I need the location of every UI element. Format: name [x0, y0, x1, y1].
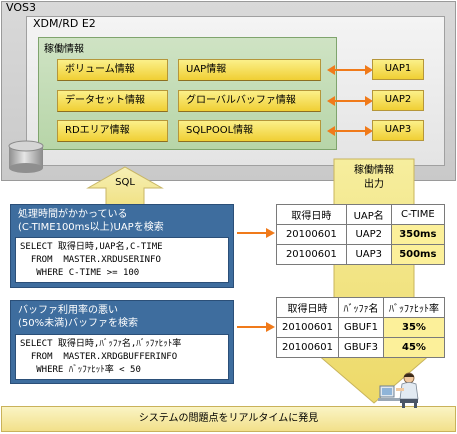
table-header-row: 取得日時 ﾊﾞｯﾌｧ名 ﾊﾞｯﾌｧﾋｯﾄ率	[276, 297, 446, 318]
query2-code-line: FROM MASTER.XRDGBUFFERINFO	[20, 352, 178, 362]
table-cell: 35%	[382, 317, 446, 338]
right-arrow-icon	[237, 322, 275, 332]
output-label-line-1: 稼働情報	[354, 165, 394, 176]
uap-box-3: UAP3	[372, 120, 424, 141]
xdm-label: XDM/RD E2	[33, 17, 96, 30]
right-arrow-icon	[237, 228, 275, 238]
sql-label: SQL	[115, 177, 135, 188]
table-cell: 20100601	[276, 224, 347, 245]
vos3-label: VOS3	[6, 1, 36, 14]
double-arrow-icon	[327, 96, 373, 106]
table-cell: 20100601	[276, 337, 339, 358]
table-cell: 20100601	[276, 244, 347, 265]
table-cell: 45%	[382, 337, 446, 358]
info-sqlpool: SQLPOOL情報	[178, 120, 321, 142]
table-row: 20100601 UAP2 350ms	[276, 224, 446, 245]
info-rd-area: RDエリア情報	[57, 120, 168, 142]
table-header-cell: C-TIME	[390, 204, 446, 225]
table-row: 20100601 UAP3 500ms	[276, 244, 446, 265]
output-down-arrow-icon	[316, 158, 432, 404]
kado-label: 稼働情報	[44, 44, 84, 55]
double-arrow-icon	[327, 126, 373, 136]
database-icon	[8, 140, 44, 173]
bottom-banner: システムの問題点をリアルタイムに発見	[1, 406, 456, 432]
table-header-cell: ﾊﾞｯﾌｧ名	[338, 297, 384, 318]
query1-title: 処理時間がかかっている (C-TIME100ms以上)UAPを検索	[18, 208, 232, 234]
query1-code-line: SELECT 取得日時,UAP名,C-TIME	[20, 242, 163, 252]
uap-box-2: UAP2	[372, 90, 424, 111]
query1-title-line-1: 処理時間がかかっている	[18, 209, 128, 220]
query1-code: SELECT 取得日時,UAP名,C-TIME FROM MASTER.XRDU…	[15, 237, 229, 283]
table-cell: 500ms	[390, 244, 446, 265]
table-cell: GBUF1	[338, 317, 384, 338]
result-table-1: 取得日時 UAP名 C-TIME 20100601 UAP2 350ms 201…	[276, 204, 446, 265]
output-label-line-2: 出力	[364, 179, 384, 190]
info-dataset: データセット情報	[57, 90, 168, 112]
table-header-row: 取得日時 UAP名 C-TIME	[276, 204, 446, 225]
info-uap: UAP情報	[178, 59, 321, 81]
query1-code-line: FROM MASTER.XRDUSERINFO	[20, 255, 161, 265]
query2-code-line: WHERE ﾊﾞｯﾌｧﾋｯﾄ率 < 50	[20, 365, 141, 375]
query1-title-line-2: (C-TIME100ms以上)UAPを検索	[18, 222, 164, 233]
output-label: 稼働情報 出力	[335, 164, 413, 192]
table-header-cell: UAP名	[345, 204, 392, 225]
query2-title: バッファ利用率の悪い (50%未満)バッファを検索	[18, 304, 232, 330]
table-row: 20100601 GBUF1 35%	[276, 317, 446, 338]
table-cell: UAP2	[345, 224, 392, 245]
table-cell: GBUF3	[338, 337, 384, 358]
result-table-2: 取得日時 ﾊﾞｯﾌｧ名 ﾊﾞｯﾌｧﾋｯﾄ率 20100601 GBUF1 35%…	[276, 297, 446, 358]
query2-title-line-1: バッファ利用率の悪い	[18, 305, 118, 316]
table-cell: 350ms	[390, 224, 446, 245]
double-arrow-icon	[327, 65, 373, 75]
table-cell: UAP3	[345, 244, 392, 265]
info-global-buffer: グローバルバッファ情報	[178, 90, 321, 112]
query2-title-line-2: (50%未満)バッファを検索	[18, 318, 139, 329]
query1-code-line: WHERE C-TIME >= 100	[20, 268, 140, 278]
uap-box-1: UAP1	[372, 59, 424, 80]
query2-code-line: SELECT 取得日時,ﾊﾞｯﾌｧ名,ﾊﾞｯﾌｧﾋｯﾄ率	[20, 339, 182, 349]
person-at-computer-icon	[378, 372, 419, 408]
info-volume: ボリューム情報	[57, 59, 168, 81]
table-header-cell: 取得日時	[276, 204, 347, 225]
table-header-cell: ﾊﾞｯﾌｧﾋｯﾄ率	[382, 297, 446, 318]
table-header-cell: 取得日時	[276, 297, 339, 318]
table-cell: 20100601	[276, 317, 339, 338]
query2-code: SELECT 取得日時,ﾊﾞｯﾌｧ名,ﾊﾞｯﾌｧﾋｯﾄ率 FROM MASTER…	[15, 334, 229, 380]
table-row: 20100601 GBUF3 45%	[276, 337, 446, 358]
